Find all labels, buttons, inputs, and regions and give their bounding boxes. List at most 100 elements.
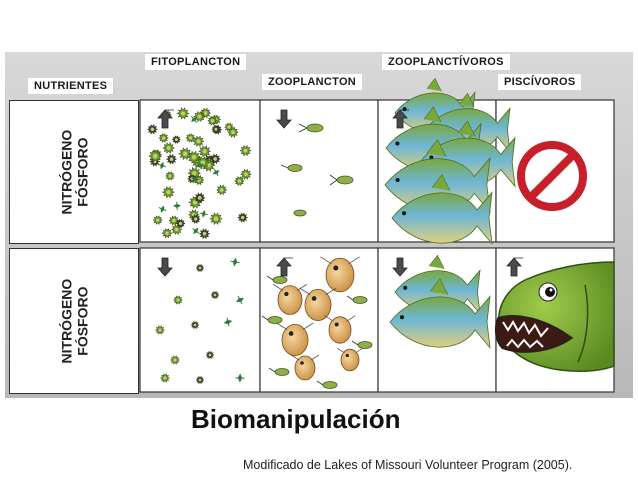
zooplankton-many-icon — [261, 256, 373, 389]
zooplanktivore-fish-few-icon — [389, 254, 491, 349]
phytoplankton-cell-icon — [195, 375, 205, 385]
phytoplankton-cell-icon — [215, 184, 228, 196]
phytoplankton-cell-icon — [175, 218, 186, 229]
phytoplankton-cell-icon — [171, 134, 182, 145]
phytoplankton-cell-icon — [239, 144, 252, 157]
arrow-down-icon — [276, 109, 292, 129]
copepod-icon — [268, 367, 290, 376]
phytoplankton-cell-icon — [165, 153, 178, 165]
daphnia-icon — [290, 354, 320, 381]
phytoplankton-dense-icon — [146, 107, 252, 240]
phytoplankton-cell-icon — [198, 228, 211, 240]
row-2-nutrient-label: NITRÓGENO FÓSFORO — [9, 248, 139, 394]
phytoplankton-cell-icon — [168, 215, 180, 226]
phytoplankton-cell-icon — [212, 168, 220, 177]
phytoplankton-cell-icon — [209, 153, 222, 165]
zooplankton-small-icon — [280, 164, 303, 172]
daphnia-icon — [272, 284, 308, 315]
row-2-label-line1: NITRÓGENO — [57, 278, 74, 364]
phytoplankton-sparse-icon — [154, 257, 245, 385]
row-1-label-line2: FÓSFORO — [74, 137, 90, 207]
daphnia-icon — [337, 347, 363, 372]
zooplankton-small-icon — [293, 209, 307, 217]
arrow-down-icon — [392, 257, 408, 277]
phytoplankton-cell-icon — [235, 373, 245, 383]
zooplankton-small-icon — [298, 123, 324, 133]
zooplanktivore-fish-school-icon — [384, 77, 516, 245]
phytoplankton-cell-icon — [235, 295, 245, 305]
copepod-icon — [346, 295, 368, 304]
arrow-up-icon — [506, 257, 523, 277]
phytoplankton-cell-icon — [198, 144, 212, 158]
trend-arrows — [157, 109, 523, 277]
row-1-label-line1: NITRÓGENO — [57, 129, 74, 215]
phytoplankton-cell-icon — [152, 215, 163, 226]
header-zooplancton: ZOOPLANCTON — [262, 74, 363, 90]
phytoplankton-cell-icon — [237, 212, 249, 223]
phytoplankton-cell-icon — [162, 142, 175, 155]
arrow-up-icon — [157, 109, 174, 129]
phytoplankton-cell-icon — [187, 150, 201, 164]
prohibited-icon — [517, 141, 587, 211]
phytoplankton-cell-icon — [223, 122, 235, 132]
copepod-icon — [261, 315, 283, 324]
daphnia-icon — [299, 287, 337, 322]
daphnia-icon — [320, 256, 360, 293]
phytoplankton-cell-icon — [195, 263, 205, 273]
phytoplankton-cell-icon — [191, 116, 198, 123]
arrow-up-icon — [276, 257, 293, 277]
phytoplankton-cell-icon — [193, 110, 206, 123]
copepod-icon — [316, 380, 338, 389]
caption-title: Biomanipulación — [191, 404, 401, 434]
phytoplankton-cell-icon — [154, 325, 166, 335]
header-nutrientes: NUTRIENTES — [28, 78, 114, 94]
phytoplankton-cell-icon — [185, 133, 196, 143]
phytoplankton-cell-icon — [190, 320, 200, 330]
phytoplankton-cell-icon — [230, 257, 240, 267]
phytoplankton-cell-icon — [196, 161, 204, 170]
header-fitoplancton: FITOPLANCTON — [145, 54, 247, 70]
phytoplankton-cell-icon — [169, 355, 181, 365]
phytoplankton-cell-icon — [190, 213, 201, 225]
copepod-icon — [266, 275, 288, 284]
phytoplankton-cell-icon — [192, 135, 205, 148]
copepod-icon — [351, 340, 373, 349]
header-piscivoros: PISCÍVOROS — [498, 74, 582, 90]
phytoplankton-cell-icon — [176, 107, 190, 120]
phytoplankton-cell-icon — [223, 317, 233, 327]
zooplankton-small-icon — [329, 174, 354, 186]
phytoplankton-cell-icon — [240, 168, 252, 180]
arrow-down-icon — [157, 257, 173, 277]
phytoplankton-cell-icon — [146, 123, 159, 135]
phytoplankton-cell-icon — [191, 175, 200, 184]
phytoplankton-cell-icon — [173, 201, 182, 210]
phytoplankton-cell-icon — [234, 175, 245, 187]
phytoplankton-cell-icon — [164, 171, 176, 181]
cell-r1-zooplancton — [259, 99, 379, 243]
phytoplankton-cell-icon — [193, 192, 206, 204]
fish-icon — [389, 278, 491, 349]
phytoplankton-cell-icon — [199, 209, 208, 218]
phytoplankton-cell-icon — [159, 373, 171, 383]
phytoplankton-cell-icon — [210, 290, 220, 300]
zooplankton-few-icon — [280, 123, 354, 217]
cell-r2-fitoplancton — [139, 247, 261, 393]
phytoplankton-cell-icon — [205, 350, 215, 360]
phytoplankton-cell-icon — [148, 149, 163, 163]
row-1-nutrient-label: NITRÓGENO FÓSFORO — [9, 100, 139, 244]
phytoplankton-cell-icon — [172, 295, 184, 305]
daphnia-icon — [324, 315, 356, 344]
phytoplankton-cell-icon — [158, 205, 167, 213]
phytoplankton-cell-icon — [161, 227, 173, 239]
piscivore-bass-icon — [494, 261, 615, 372]
phytoplankton-cell-icon — [210, 124, 221, 134]
phytoplankton-cell-icon — [192, 227, 200, 235]
caption-source: Modificado de Lakes of Missouri Voluntee… — [243, 458, 573, 472]
phytoplankton-cell-icon — [207, 115, 218, 126]
phytoplankton-cell-icon — [227, 126, 239, 138]
arrow-up-icon — [392, 109, 409, 129]
phytoplankton-cell-icon — [161, 185, 176, 199]
phytoplankton-cell-icon — [209, 212, 223, 226]
